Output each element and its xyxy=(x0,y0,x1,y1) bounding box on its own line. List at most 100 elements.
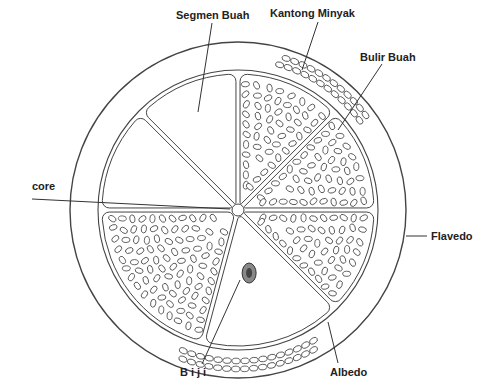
juice-vesicle xyxy=(317,226,326,235)
juice-vesicle xyxy=(304,236,312,242)
oil-gland xyxy=(187,358,197,366)
juice-vesicle xyxy=(265,104,270,112)
oil-gland xyxy=(178,347,188,355)
juice-vesicle xyxy=(199,305,208,315)
juice-vesicle xyxy=(346,177,355,186)
juice-vesicle xyxy=(174,280,180,289)
juice-vesicle xyxy=(191,225,200,232)
juice-vesicle xyxy=(339,255,347,264)
oil-gland xyxy=(355,115,364,125)
juice-vesicle xyxy=(333,246,340,255)
juice-vesicle xyxy=(293,159,301,164)
juice-vesicle xyxy=(308,187,315,196)
juice-vesicle xyxy=(153,256,159,265)
oil-gland xyxy=(187,350,197,358)
juice-vesicle xyxy=(339,199,348,206)
juice-vesicle xyxy=(292,235,301,244)
juice-vesicle xyxy=(287,246,293,255)
juice-vesicle xyxy=(146,245,155,255)
oil-gland xyxy=(300,70,310,79)
juice-vesicle xyxy=(277,133,286,140)
juice-vesicle xyxy=(278,239,287,248)
juice-vesicle xyxy=(255,154,264,163)
juice-vesicle xyxy=(265,115,273,124)
juice-vesicle xyxy=(157,264,166,273)
juice-vesicle xyxy=(314,274,322,284)
juice-vesicle xyxy=(159,306,164,314)
juice-vesicle xyxy=(358,226,367,233)
juice-vesicle xyxy=(320,162,327,171)
juice-vesicle xyxy=(356,238,364,248)
juice-vesicle xyxy=(162,253,171,262)
juice-vesicle xyxy=(314,152,323,162)
juice-vesicle xyxy=(306,103,316,112)
juice-vesicle xyxy=(328,226,335,235)
juice-vesicle xyxy=(152,273,161,283)
juice-vesicle xyxy=(253,122,262,131)
juice-vesicle xyxy=(301,111,309,120)
juice-vesicle xyxy=(307,224,316,233)
juice-vesicle xyxy=(118,255,127,265)
juice-vesicle xyxy=(296,185,305,195)
juice-vesicle xyxy=(342,142,352,150)
juice-vesicle xyxy=(268,198,278,207)
juice-vesicle xyxy=(275,153,282,162)
juice-vesicle xyxy=(243,171,248,179)
juice-vesicle xyxy=(242,130,252,139)
juice-vesicle xyxy=(141,225,147,234)
leader-line xyxy=(198,23,212,112)
juice-vesicle xyxy=(219,238,225,246)
juice-vesicle xyxy=(149,285,158,294)
juice-vesicle xyxy=(186,277,192,285)
juice-vesicle xyxy=(293,255,301,261)
juice-vesicle xyxy=(177,308,185,314)
oil-gland xyxy=(178,355,188,363)
oil-gland xyxy=(301,350,311,359)
juice-vesicle xyxy=(276,88,284,93)
juice-vesicle xyxy=(310,118,319,127)
juice-vesicle xyxy=(315,239,320,247)
juice-vesicle xyxy=(339,213,349,221)
leader-lines xyxy=(32,22,427,364)
leader-line xyxy=(32,199,230,209)
juice-vesicle xyxy=(127,272,135,282)
juice-vesicle xyxy=(360,196,368,205)
fruit-segment xyxy=(102,212,233,339)
oil-gland xyxy=(275,61,285,69)
juice-vesicle xyxy=(165,299,174,308)
juice-vesicle xyxy=(186,236,194,241)
juice-vesicle xyxy=(164,273,173,280)
juice-vesicle xyxy=(142,276,149,285)
juice-vesicle xyxy=(154,234,161,243)
juice-vesicle xyxy=(162,283,170,292)
juice-vesicle xyxy=(258,197,267,207)
juice-vesicle xyxy=(201,296,210,305)
juice-vesicle xyxy=(176,269,185,279)
juice-vesicle xyxy=(308,249,316,258)
juice-vesicle xyxy=(182,286,191,295)
juice-vesicle xyxy=(181,224,190,233)
oil-gland xyxy=(284,357,294,365)
oil-gland xyxy=(258,355,267,362)
juice-vesicle xyxy=(136,247,146,256)
juice-vesicle xyxy=(178,214,187,221)
juice-vesicle xyxy=(175,236,184,244)
juice-vesicle xyxy=(338,186,347,196)
leader-line xyxy=(406,236,427,237)
juice-vesicle xyxy=(111,234,120,243)
juice-vesicle xyxy=(314,173,322,182)
juice-vesicle xyxy=(177,258,186,265)
juice-vesicle xyxy=(300,150,309,159)
juice-vesicle xyxy=(242,100,250,109)
juice-vesicle xyxy=(125,247,134,255)
juice-vesicle xyxy=(274,108,284,116)
juice-vesicle xyxy=(269,214,278,221)
juice-vesicle xyxy=(185,321,192,330)
juice-vesicle xyxy=(241,110,250,119)
juice-vesicle xyxy=(114,245,123,254)
juice-vesicle xyxy=(303,126,312,134)
juice-vesicle xyxy=(187,265,193,273)
juice-vesicle xyxy=(299,198,308,206)
juice-vesicle xyxy=(332,166,340,172)
